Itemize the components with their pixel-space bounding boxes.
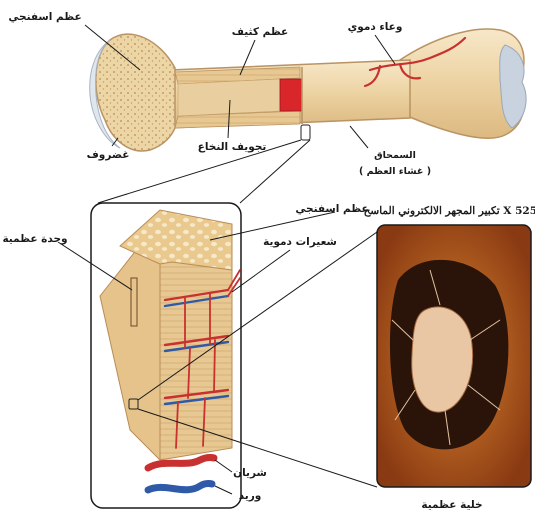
label-periosteum-line1: السمحاق <box>374 150 416 161</box>
sem-micrograph <box>377 225 531 487</box>
label-cartilage: غضروف <box>87 149 130 161</box>
label-micrograph-title: تكبير المجهر الالكتروني الماسح X 5250 <box>364 205 535 218</box>
label-vein: وريد <box>239 490 262 502</box>
label-osteon: وحدة عظمية <box>2 233 67 245</box>
label-periosteum-line2: ( غشاء العظم ) <box>359 166 431 177</box>
label-marrow-cavity: تجويف النخاع <box>198 141 267 153</box>
label-bone-cell: خلية عظمية <box>421 499 482 511</box>
long-bone <box>90 29 526 151</box>
label-artery: شريان <box>233 467 267 479</box>
label-spongy-bone-top: عظم اسفنجي <box>8 11 81 23</box>
label-capillaries: شعيرات دموية <box>263 236 337 248</box>
label-blood-vessel: وعاء دموي <box>348 21 403 33</box>
left-epiphysis <box>96 34 175 151</box>
label-compact-bone: عظم كثيف <box>232 26 288 38</box>
magnify-marker <box>301 125 310 140</box>
red-marrow <box>280 79 302 111</box>
label-spongy-bone-inset: عظم اسفنجي <box>295 203 368 215</box>
